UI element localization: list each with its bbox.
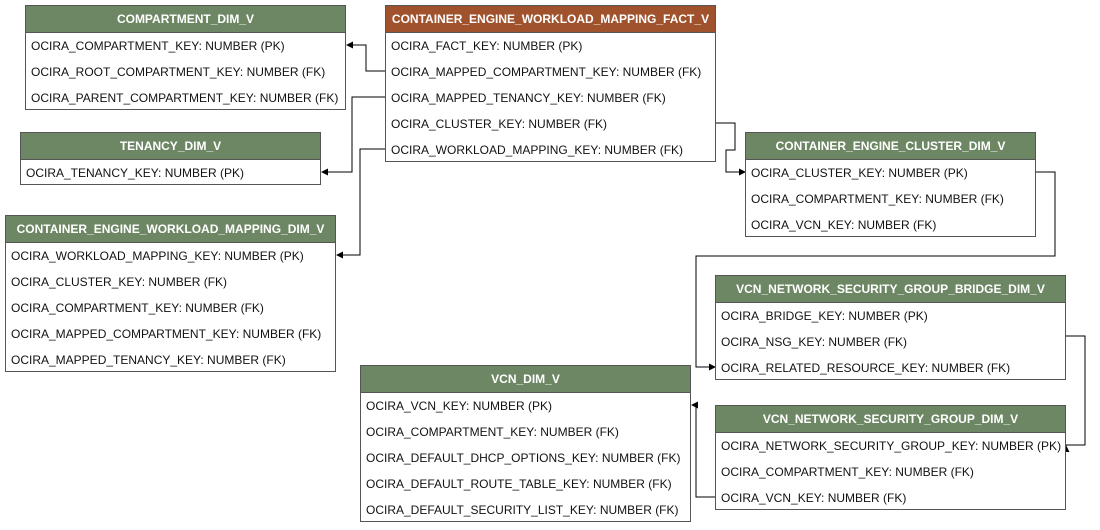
column-row: OCIRA_DEFAULT_SECURITY_LIST_KEY: NUMBER … [366, 503, 679, 517]
column-row: OCIRA_ROOT_COMPARTMENT_KEY: NUMBER (FK) [31, 65, 326, 79]
column-row: OCIRA_NETWORK_SECURITY_GROUP_KEY: NUMBER… [721, 439, 1062, 453]
column-row: OCIRA_WORKLOAD_MAPPING_KEY: NUMBER (PK) [11, 249, 304, 263]
column-row: OCIRA_MAPPED_COMPARTMENT_KEY: NUMBER (FK… [391, 65, 702, 79]
column-row: OCIRA_MAPPED_TENANCY_KEY: NUMBER (FK) [391, 91, 666, 105]
column-row: OCIRA_FACT_KEY: NUMBER (PK) [391, 39, 583, 53]
arrowhead-cluster [739, 168, 746, 176]
column-row: OCIRA_VCN_KEY: NUMBER (FK) [721, 491, 907, 505]
column-row: OCIRA_TENANCY_KEY: NUMBER (PK) [26, 166, 245, 180]
table-title: CONTAINER_ENGINE_WORKLOAD_MAPPING_DIM_V [6, 216, 335, 243]
table-title: VCN_NETWORK_SECURITY_GROUP_DIM_V [716, 406, 1065, 433]
connector-fact-to-workload-dim [342, 148, 386, 256]
column-row: OCIRA_PARENT_COMPARTMENT_KEY: NUMBER (FK… [31, 91, 339, 105]
table-title: VCN_NETWORK_SECURITY_GROUP_BRIDGE_DIM_V [716, 276, 1065, 303]
column-row: OCIRA_COMPARTMENT_KEY: NUMBER (FK) [366, 425, 619, 439]
connector-nsg-to-vcn [695, 404, 716, 498]
connector-fact-to-cluster [715, 122, 739, 173]
column-row: OCIRA_COMPARTMENT_KEY: NUMBER (PK) [31, 39, 285, 53]
connector-fact-to-compartment [352, 44, 386, 72]
table-nsg-dim: VCN_NETWORK_SECURITY_GROUP_DIM_V OCIRA_N… [715, 405, 1066, 510]
column-row: OCIRA_VCN_KEY: NUMBER (FK) [751, 218, 937, 232]
column-row: OCIRA_RELATED_RESOURCE_KEY: NUMBER (FK) [721, 361, 1011, 375]
column-row: OCIRA_NSG_KEY: NUMBER (FK) [721, 335, 908, 349]
column-row: OCIRA_CLUSTER_KEY: NUMBER (PK) [751, 166, 968, 180]
table-tenancy-dim: TENANCY_DIM_V OCIRA_TENANCY_KEY: NUMBER … [20, 132, 321, 185]
column-row: OCIRA_BRIDGE_KEY: NUMBER (PK) [721, 309, 928, 323]
column-row: OCIRA_CLUSTER_KEY: NUMBER (FK) [11, 275, 228, 289]
column-row: OCIRA_MAPPED_COMPARTMENT_KEY: NUMBER (FK… [11, 327, 322, 341]
table-title: CONTAINER_ENGINE_CLUSTER_DIM_V [746, 133, 1035, 160]
table-title: TENANCY_DIM_V [21, 133, 320, 160]
arrowhead-nsg-bridge [709, 363, 716, 371]
table-vcn-dim: VCN_DIM_V OCIRA_VCN_KEY: NUMBER (PK) OCI… [360, 365, 691, 522]
arrowhead-vcn [691, 401, 698, 409]
table-title: CONTAINER_ENGINE_WORKLOAD_MAPPING_FACT_V [386, 6, 715, 33]
column-row: OCIRA_CLUSTER_KEY: NUMBER (FK) [391, 117, 608, 131]
connector-fact-to-tenancy [327, 96, 386, 173]
arrowhead-tenancy [321, 168, 328, 176]
arrowhead-workload-dim [336, 251, 343, 259]
column-row: OCIRA_DEFAULT_DHCP_OPTIONS_KEY: NUMBER (… [366, 451, 681, 465]
column-row: OCIRA_VCN_KEY: NUMBER (PK) [366, 399, 553, 413]
table-title: COMPARTMENT_DIM_V [26, 6, 345, 33]
table-compartment-dim: COMPARTMENT_DIM_V OCIRA_COMPARTMENT_KEY:… [25, 5, 346, 110]
table-title: VCN_DIM_V [361, 366, 690, 393]
column-row: OCIRA_DEFAULT_ROUTE_TABLE_KEY: NUMBER (F… [366, 477, 672, 491]
table-workload-mapping-dim: CONTAINER_ENGINE_WORKLOAD_MAPPING_DIM_V … [5, 215, 336, 372]
table-cluster-dim: CONTAINER_ENGINE_CLUSTER_DIM_V OCIRA_CLU… [745, 132, 1036, 237]
column-row: OCIRA_COMPARTMENT_KEY: NUMBER (FK) [721, 465, 974, 479]
connector-nsg-bridge-to-nsg [1065, 335, 1086, 452]
connector-cluster-to-nsg-bridge [695, 171, 1056, 368]
table-workload-mapping-fact: CONTAINER_ENGINE_WORKLOAD_MAPPING_FACT_V… [385, 5, 716, 162]
table-nsg-bridge-dim: VCN_NETWORK_SECURITY_GROUP_BRIDGE_DIM_V … [715, 275, 1066, 380]
column-row: OCIRA_MAPPED_TENANCY_KEY: NUMBER (FK) [11, 353, 286, 367]
column-row: OCIRA_WORKLOAD_MAPPING_KEY: NUMBER (FK) [391, 143, 684, 157]
arrowhead-compartment [346, 41, 353, 49]
column-row: OCIRA_COMPARTMENT_KEY: NUMBER (FK) [751, 192, 1004, 206]
column-row: OCIRA_COMPARTMENT_KEY: NUMBER (FK) [11, 301, 264, 315]
